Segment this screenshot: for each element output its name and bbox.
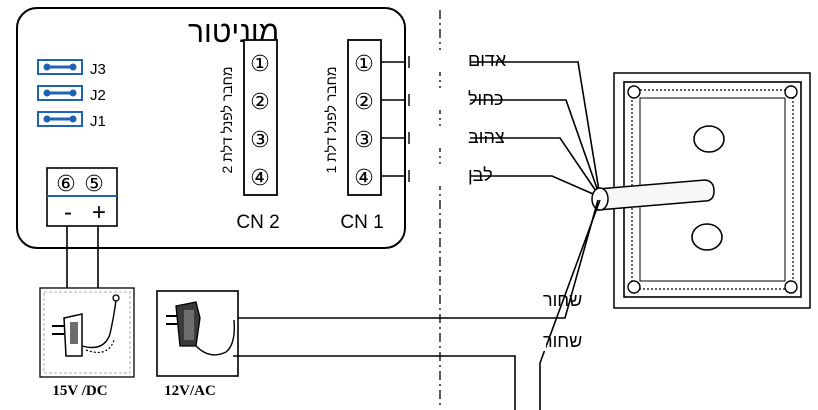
wire-label-black-1: שחור bbox=[543, 290, 582, 310]
jumper-j2: J2 bbox=[37, 85, 106, 104]
wire-label-white: לבן bbox=[468, 165, 493, 185]
cable-pipe bbox=[591, 179, 715, 211]
terminal-num-5: ⑤ bbox=[84, 171, 104, 196]
power-terminal: ⑥ ⑤ - + bbox=[46, 167, 118, 227]
connector-cn1: ① ② ③ ④ מחבר לפנל דלת 1 CN 1 bbox=[323, 39, 384, 233]
terminal-num-6: ⑥ bbox=[56, 171, 76, 196]
cn2-pin-1: ① bbox=[250, 51, 270, 76]
cn2-id: CN 2 bbox=[236, 212, 279, 233]
cn1-pin-1: ① bbox=[354, 51, 374, 76]
wire-label-red: אדום bbox=[468, 50, 507, 70]
wire-label-blue: כחול bbox=[468, 89, 504, 109]
jumper-j1: J1 bbox=[37, 111, 106, 130]
jumper-label-j3: J3 bbox=[90, 61, 106, 78]
jumper-label-j1: J1 bbox=[90, 113, 106, 130]
cn1-vertical-label: מחבר לפנל דלת 1 bbox=[323, 67, 339, 174]
cn1-id: CN 1 bbox=[340, 212, 383, 233]
cn2-pin-3: ③ bbox=[250, 127, 270, 152]
power-wires-15v bbox=[66, 226, 99, 292]
cn2-pin-4: ④ bbox=[250, 165, 270, 190]
connector-cn2: ① ② ③ ④ מחבר לפנל דלת 2 CN 2 bbox=[219, 39, 280, 233]
adapter-12v: 12V/AC bbox=[156, 290, 239, 399]
wire-label-black-2: שחור bbox=[543, 331, 582, 351]
wire-label-yellow: צהוב bbox=[468, 127, 505, 147]
cn1-pin-2: ② bbox=[354, 89, 374, 114]
cn2-vertical-label: מחבר לפנל דלת 2 bbox=[219, 67, 235, 174]
adapter-15v-label: 15V /DC bbox=[52, 383, 107, 399]
power-wires-12v bbox=[233, 199, 601, 410]
jumper-label-j2: J2 bbox=[90, 87, 106, 104]
cn1-pin-4: ④ bbox=[354, 165, 374, 190]
jumper-j3: J3 bbox=[37, 59, 106, 78]
terminal-sign-minus: - bbox=[64, 199, 72, 226]
adapter-12v-label: 12V/AC bbox=[164, 383, 216, 399]
cn2-pin-2: ② bbox=[250, 89, 270, 114]
adapter-15v: 15V /DC bbox=[39, 287, 135, 399]
cn1-pin-3: ③ bbox=[354, 127, 374, 152]
terminal-sign-plus: + bbox=[92, 199, 106, 226]
door-panel bbox=[613, 72, 811, 309]
panel-hole-bottom bbox=[691, 223, 723, 251]
panel-hole-top bbox=[693, 125, 725, 153]
